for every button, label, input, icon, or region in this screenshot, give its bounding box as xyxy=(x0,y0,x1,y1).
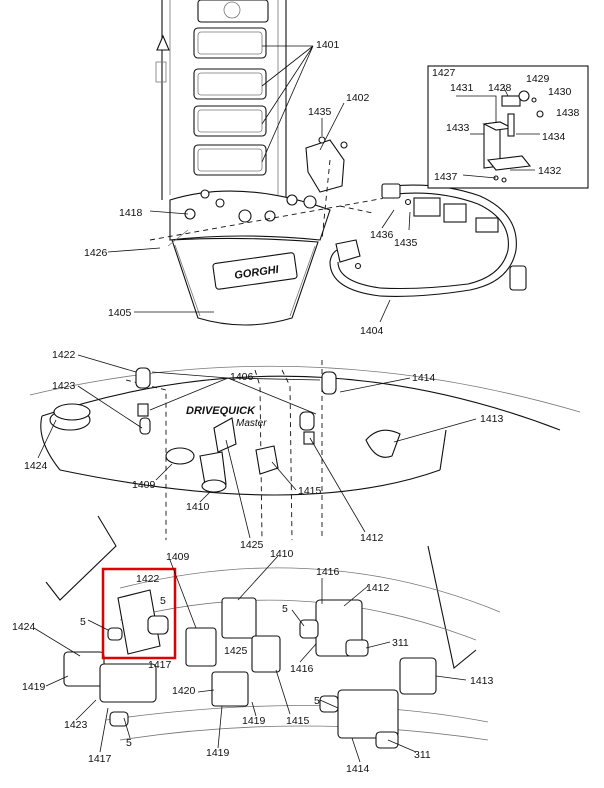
callout-1432: 1432 xyxy=(538,165,562,177)
inset-detail-box xyxy=(427,65,589,189)
callout-1415b: 1415 xyxy=(286,715,310,727)
callout-1405: 1405 xyxy=(108,307,132,319)
callout-1436: 1436 xyxy=(370,229,394,241)
callout-1418: 1418 xyxy=(119,207,143,219)
drivequick-logo-text: DRIVEQUICK xyxy=(186,405,256,417)
callout-1423a: 1423 xyxy=(52,380,76,392)
callout-1406: 1406 xyxy=(230,371,254,383)
leader-lines xyxy=(33,45,540,763)
callout-5d: 5 xyxy=(314,695,320,707)
callout-1404: 1404 xyxy=(360,325,384,337)
callout-labels: 1401 1402 1435 1418 1426 1405 1404 1436 … xyxy=(12,39,580,775)
console-assembly: DRIVEQUICK Master xyxy=(29,360,581,541)
callout-1428: 1428 xyxy=(488,82,512,94)
callout-1417a: 1417 xyxy=(148,659,172,671)
gorghi-logo-plate: GORGHI xyxy=(212,252,298,290)
highlight-box xyxy=(101,567,177,660)
callout-1409b: 1409 xyxy=(166,551,190,563)
callout-1435a: 1435 xyxy=(308,106,332,118)
callout-1413b: 1413 xyxy=(470,675,494,687)
callout-1412b: 1412 xyxy=(366,582,390,594)
callout-1410a: 1410 xyxy=(186,501,210,513)
callout-1414a: 1414 xyxy=(412,372,436,384)
callout-1416b: 1416 xyxy=(290,663,314,675)
callout-5c: 5 xyxy=(282,603,288,615)
callout-1426: 1426 xyxy=(84,247,108,259)
callout-1416a: 1416 xyxy=(316,566,340,578)
callout-1414b: 1414 xyxy=(346,763,370,775)
callout-1401: 1401 xyxy=(316,39,340,51)
callout-1412a: 1412 xyxy=(360,532,384,544)
callout-1420: 1420 xyxy=(172,685,196,697)
callout-1410b: 1410 xyxy=(270,548,294,560)
cable-harness-1404 xyxy=(329,183,527,297)
callout-5e: 5 xyxy=(126,737,132,749)
callout-5a: 5 xyxy=(80,616,86,628)
callout-1433: 1433 xyxy=(446,122,470,134)
callout-1419a: 1419 xyxy=(22,681,46,693)
callout-1437: 1437 xyxy=(434,171,458,183)
callout-1425a: 1425 xyxy=(240,539,264,551)
callout-1429: 1429 xyxy=(526,73,550,85)
callout-5b: 5 xyxy=(160,595,166,607)
callout-1402: 1402 xyxy=(346,92,370,104)
drivequick-sub-text: Master xyxy=(236,418,267,429)
callout-1422a: 1422 xyxy=(52,349,76,361)
callout-1425b: 1425 xyxy=(224,645,248,657)
callout-1424a: 1424 xyxy=(24,460,48,472)
callout-1422b: 1422 xyxy=(136,573,160,585)
indicator-light-panels xyxy=(193,27,267,176)
callout-1438: 1438 xyxy=(556,107,580,119)
callout-1415a: 1415 xyxy=(298,485,322,497)
callout-1424b: 1424 xyxy=(12,621,36,633)
callout-1419b: 1419 xyxy=(242,715,266,727)
bracket-1402 xyxy=(305,136,348,193)
callout-1423b: 1423 xyxy=(64,719,88,731)
callout-1431: 1431 xyxy=(450,82,474,94)
control-column-assembly: GORGHI xyxy=(155,0,331,326)
callout-1409a: 1409 xyxy=(132,479,156,491)
callout-1413a: 1413 xyxy=(480,413,504,425)
callout-1430: 1430 xyxy=(548,86,572,98)
valve-assembly xyxy=(45,515,501,749)
callout-1434: 1434 xyxy=(542,131,566,143)
callout-311b: 311 xyxy=(414,749,431,761)
callout-1419c: 1419 xyxy=(206,747,230,759)
drivequick-logo: DRIVEQUICK Master xyxy=(186,405,267,429)
callout-1427: 1427 xyxy=(432,67,456,79)
callout-1417b: 1417 xyxy=(88,753,112,765)
callout-1435b: 1435 xyxy=(394,237,418,249)
callout-311a: 311 xyxy=(392,637,409,649)
